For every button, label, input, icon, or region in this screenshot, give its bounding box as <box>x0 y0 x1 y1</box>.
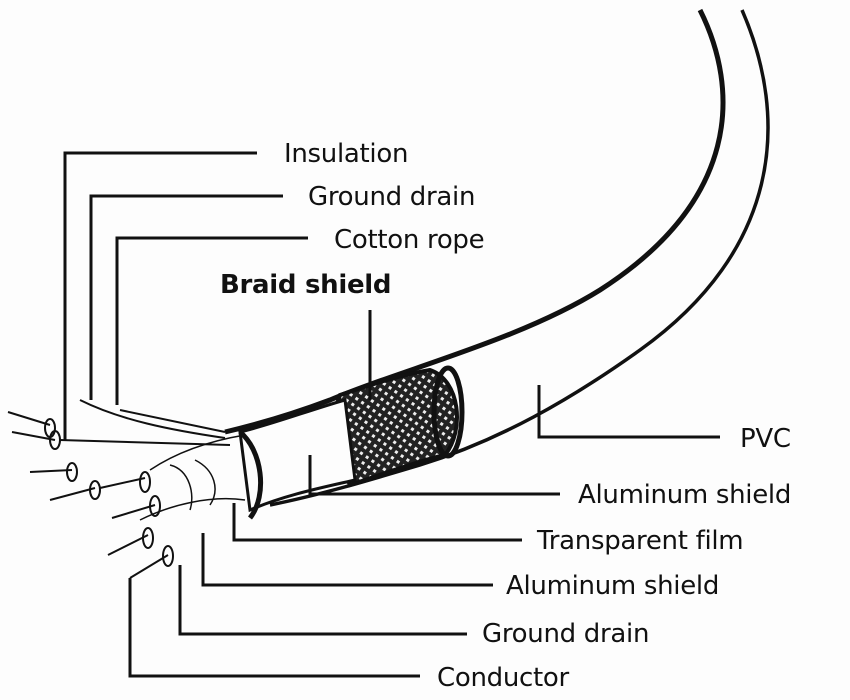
leader-ground-drain-top <box>89 194 283 400</box>
label-conductor: Conductor <box>437 663 570 693</box>
wire-insulation-ring <box>89 480 101 500</box>
conductor-wires <box>7 399 231 579</box>
label-insulation: Insulation <box>284 139 408 169</box>
wire-insulation-ring <box>139 471 151 493</box>
leader-aluminum-shield-inner <box>201 533 493 587</box>
label-transparent-film: Transparent film <box>536 526 743 556</box>
leader-insulation <box>63 151 257 440</box>
label-braid-shield: Braid shield <box>220 270 391 300</box>
label-aluminum-shield-outer: Aluminum shield <box>578 480 791 510</box>
transparent-film <box>139 434 246 521</box>
leader-pvc <box>537 385 720 439</box>
aluminum-shield-sleeve <box>238 398 357 513</box>
cotton-rope-strands <box>59 399 231 446</box>
wire <box>29 469 96 501</box>
wire-insulation-ring <box>44 418 56 438</box>
wire-insulation-ring <box>66 462 78 482</box>
wire <box>7 411 56 441</box>
wire-insulation-ring <box>142 527 154 549</box>
label-ground-drain-top: Ground drain <box>308 182 475 212</box>
label-pvc: PVC <box>740 424 791 454</box>
leader-cotton-rope <box>115 236 308 405</box>
label-cotton-rope: Cotton rope <box>334 225 484 255</box>
wire <box>99 477 156 519</box>
label-ground-drain-bottom: Ground drain <box>482 619 649 649</box>
leader-conductor <box>128 578 420 678</box>
pvc-jacket-upper-edge <box>224 8 726 435</box>
leader-ground-drain-bottom <box>178 565 467 636</box>
wire-insulation-ring <box>162 545 174 567</box>
label-aluminum-shield-inner: Aluminum shield <box>506 571 719 601</box>
leader-transparent-film <box>232 503 522 542</box>
wire-insulation-ring <box>149 495 161 517</box>
leader-aluminum-shield-outer <box>308 455 560 496</box>
aluminum-shield-edge <box>238 430 264 520</box>
wire <box>107 534 169 579</box>
braid-shield-end <box>431 365 465 459</box>
